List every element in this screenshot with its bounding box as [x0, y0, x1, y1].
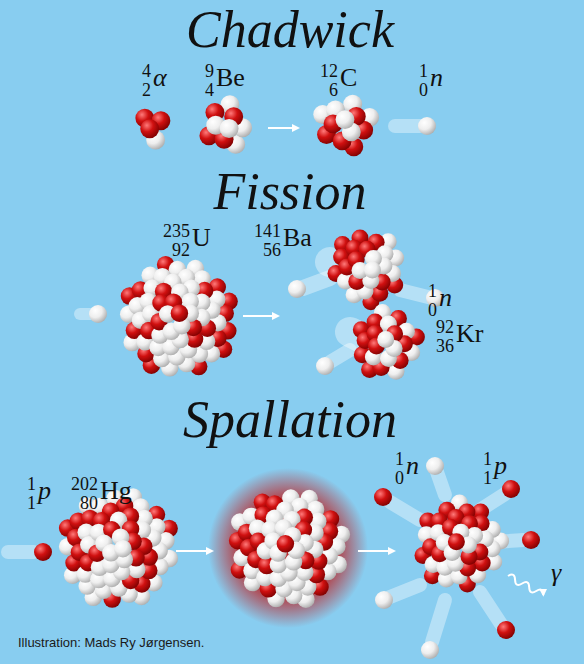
proton	[502, 480, 520, 498]
mass-number: 202	[71, 475, 98, 493]
mass-number: 12	[320, 62, 338, 80]
excitation-glow	[208, 468, 368, 628]
particle-symbol: U	[192, 225, 211, 251]
nucleus	[313, 95, 379, 156]
motion-trail	[390, 585, 420, 597]
nucleus	[59, 488, 178, 608]
neutron	[89, 305, 107, 323]
motion-trail	[330, 350, 350, 362]
nucleus	[353, 304, 425, 380]
proton	[34, 543, 52, 561]
proton	[448, 533, 465, 550]
neutron	[114, 540, 131, 557]
neutron	[364, 262, 381, 279]
section-title: Fission	[213, 166, 366, 218]
neutron	[220, 119, 239, 138]
particle-symbol: n	[406, 453, 419, 479]
proton	[374, 488, 392, 506]
reaction-arrows	[176, 128, 394, 551]
atomic-number: 1	[483, 469, 492, 487]
mass-number: 1	[27, 475, 36, 493]
motion-trail	[480, 592, 501, 624]
nucleus	[120, 256, 238, 377]
atomic-number: 2	[142, 81, 151, 99]
atomic-number: 4	[205, 81, 214, 99]
motion-trails	[8, 126, 524, 642]
nucleus	[415, 495, 510, 593]
nucleus	[328, 230, 405, 311]
proton	[497, 621, 515, 639]
motion-trail	[395, 119, 420, 133]
atomic-number: 0	[419, 81, 428, 99]
atomic-number: 0	[428, 301, 437, 319]
particle-symbol: Hg	[100, 478, 132, 504]
particle-symbol: p	[494, 453, 507, 479]
particle-symbol: n	[430, 65, 443, 91]
proton	[140, 119, 159, 138]
neutron	[375, 591, 393, 609]
mass-number: 4	[142, 62, 151, 80]
mass-number: 1	[419, 62, 428, 80]
neutron	[426, 457, 444, 475]
atomic-number: 6	[329, 81, 338, 99]
mass-number: 1	[428, 282, 437, 300]
motion-trail	[432, 600, 445, 642]
motion-trail	[8, 545, 34, 559]
motion-trail	[390, 502, 420, 520]
neutron	[336, 110, 355, 129]
nucleus	[199, 95, 252, 153]
mass-number: 235	[163, 222, 190, 240]
neutron	[377, 331, 394, 348]
gamma-wave	[506, 573, 545, 598]
gamma-symbol: γ	[551, 560, 561, 586]
neutron	[421, 641, 439, 659]
particle-symbol: α	[153, 65, 167, 91]
atomic-number: 80	[80, 494, 98, 512]
atomic-number: 92	[172, 241, 190, 259]
motion-trail	[303, 278, 330, 288]
mass-number: 92	[436, 318, 454, 336]
proton	[171, 304, 188, 321]
motion-trail	[400, 290, 428, 297]
particle-symbol: p	[38, 478, 51, 504]
section-title: Chadwick	[186, 4, 394, 56]
neutron	[288, 280, 306, 298]
proton	[277, 535, 294, 552]
nucleus	[229, 489, 350, 608]
neutron	[316, 357, 334, 375]
mass-number: 9	[205, 62, 214, 80]
particle-symbol: Be	[216, 65, 245, 91]
nuclei	[34, 95, 540, 659]
proton	[522, 531, 540, 549]
atomic-number: 36	[436, 337, 454, 355]
atomic-number: 0	[395, 469, 404, 487]
particle-symbol: C	[340, 65, 357, 91]
neutron	[418, 117, 436, 135]
nucleus	[135, 109, 170, 150]
particle-symbol: Ba	[283, 225, 312, 251]
atomic-number: 1	[27, 494, 36, 512]
credit-note: Illustration: Mads Ry Jørgensen.	[18, 636, 204, 649]
section-title: Spallation	[183, 394, 397, 446]
particle-symbol: n	[439, 285, 452, 311]
atomic-number: 56	[263, 241, 281, 259]
mass-number: 1	[395, 450, 404, 468]
particle-symbol: Kr	[456, 321, 483, 347]
motion-trail	[437, 472, 445, 495]
mass-number: 1	[483, 450, 492, 468]
mass-number: 141	[254, 222, 281, 240]
